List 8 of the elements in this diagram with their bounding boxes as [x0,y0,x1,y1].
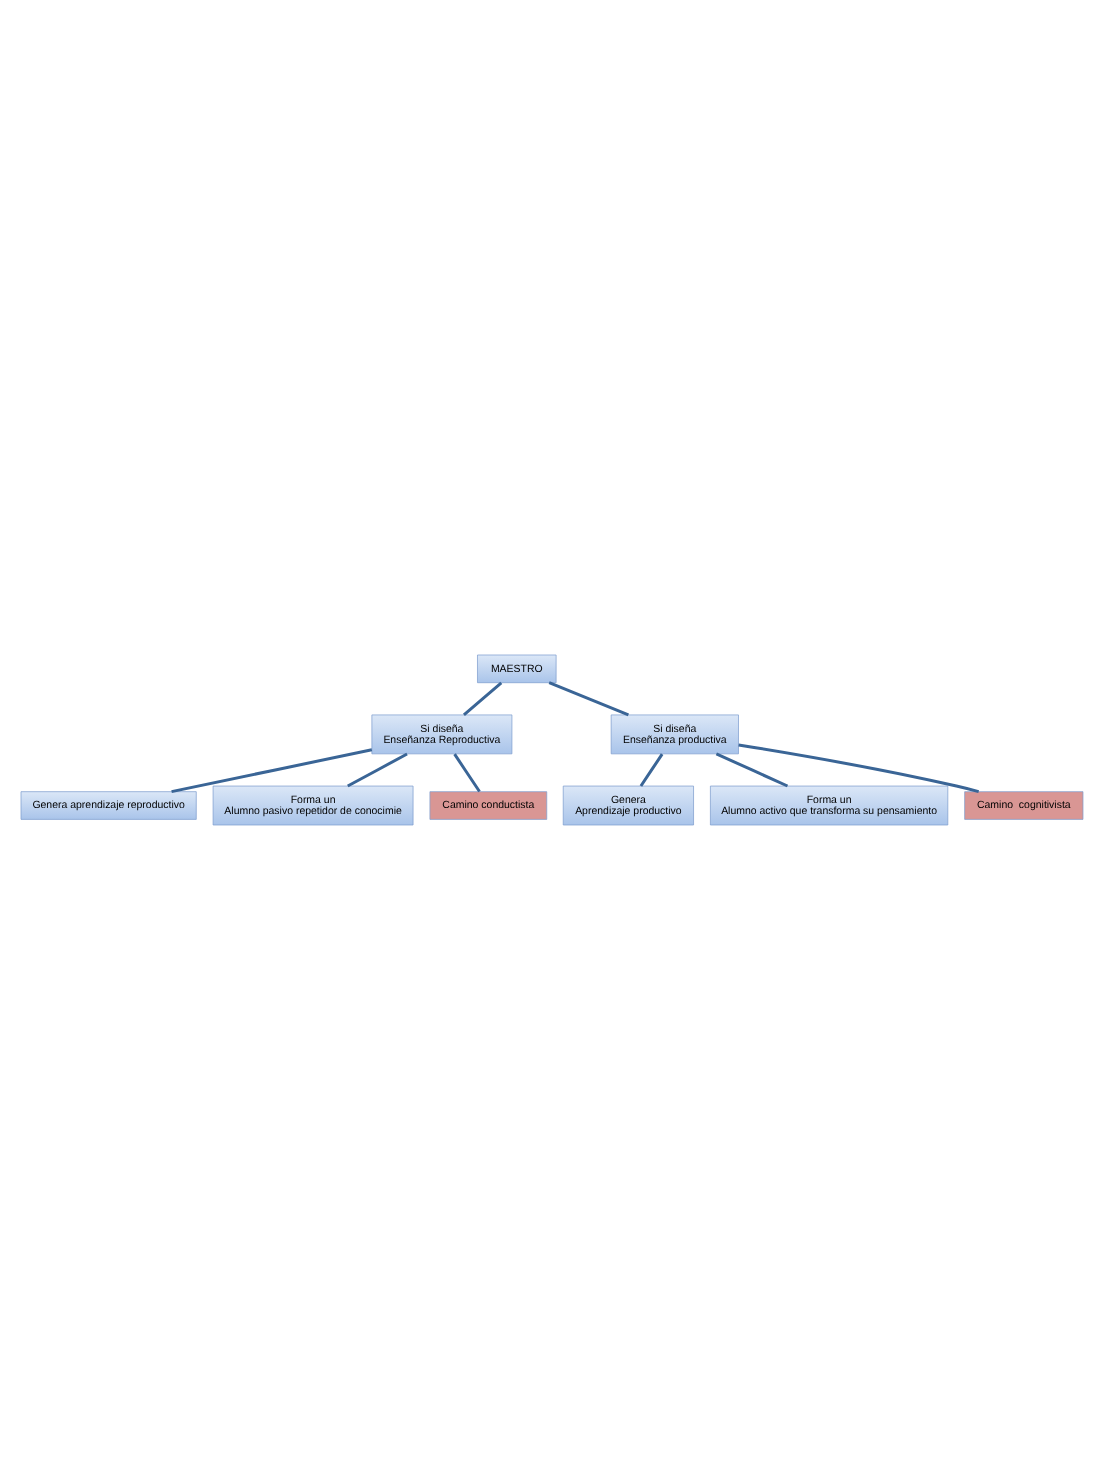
connector [738,743,980,794]
connector [347,752,408,788]
connector [171,748,373,794]
connector [639,753,664,787]
connector [462,681,503,716]
connector [715,752,789,788]
connector [453,753,481,793]
connector [548,681,629,717]
